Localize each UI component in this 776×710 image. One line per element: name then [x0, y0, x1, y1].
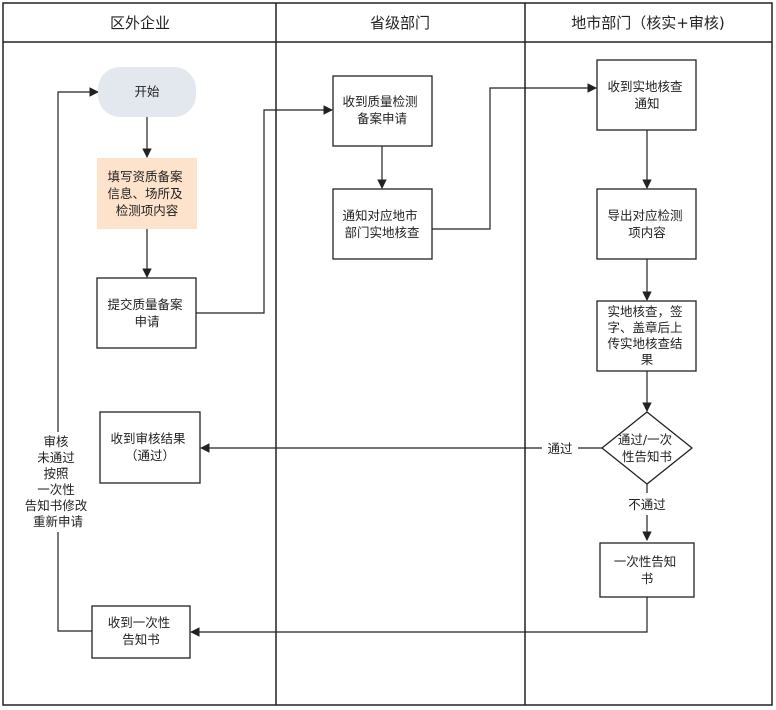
node-start: 开始 — [98, 67, 196, 117]
lane-title-city: 地市部门（核实+审核) — [571, 14, 724, 32]
node-city-notice-label: 一次性告知 书 — [614, 554, 681, 586]
edge-label-resubmit: 审核 未通过 按照 一次性 告知书修改 重新申请 — [22, 432, 94, 532]
node-prov-receive: 收到质量检测 备案申请 — [332, 75, 433, 147]
edge-submit-to-prov-receive — [196, 105, 333, 314]
node-receive-result: 收到审核结果 （通过） — [99, 411, 201, 484]
node-submit: 提交质量备案 申请 — [96, 277, 197, 349]
node-submit-label: 提交质量备案 申请 — [108, 297, 187, 329]
node-prov-notify-label: 通知对应地市 部门实地核查 — [343, 208, 422, 240]
node-city-notice: 一次性告知 书 — [599, 542, 695, 598]
edge-prov-notify-to-city-receive — [432, 83, 597, 230]
node-prov-notify: 通知对应地市 部门实地核查 — [332, 188, 433, 260]
node-prov-receive-label: 收到质量检测 备案申请 — [343, 94, 422, 126]
lane-title-enterprise: 区外企业 — [110, 14, 170, 32]
node-fill-info-label: 填写资质备案 信息、场所及 检测项内容 — [108, 169, 187, 218]
node-receive-notice-label: 收到一次性 告知书 — [108, 615, 175, 647]
node-city-export: 导出对应检测 项内容 — [596, 188, 697, 260]
node-receive-notice: 收到一次性 告知书 — [91, 605, 191, 659]
edge-label-fail: 不通过 — [628, 497, 666, 512]
node-decision-label: 通过/一次 性告知书 — [618, 432, 676, 464]
node-city-check-label: 实地核查，签 字、盖章后上 传实地核查结 果 — [608, 304, 687, 367]
node-receive-result-label: 收到审核结果 （通过） — [111, 431, 190, 463]
edge-city-notice-to-receive-notice — [190, 597, 648, 637]
node-start-label: 开始 — [134, 84, 160, 99]
edge-resubmit-to-start — [57, 87, 99, 632]
node-city-receive: 收到实地核查 通知 — [596, 59, 697, 131]
node-city-check: 实地核查，签 字、盖章后上 传实地核查结 果 — [596, 300, 697, 372]
node-decision: 通过/一次 性告知书 — [600, 411, 694, 485]
connectors — [57, 83, 648, 637]
node-city-export-label: 导出对应检测 项内容 — [608, 208, 687, 240]
svg-text:审核 未通过 按照 一次: 审核 未通过 按照 一次性 告知书修改 重新申请 — [25, 434, 92, 529]
edge-label-pass: 通过 — [547, 441, 573, 456]
node-city-receive-label: 收到实地核查 通知 — [608, 79, 687, 111]
lane-title-province: 省级部门 — [370, 14, 430, 32]
node-fill-info: 填写资质备案 信息、场所及 检测项内容 — [97, 158, 197, 229]
